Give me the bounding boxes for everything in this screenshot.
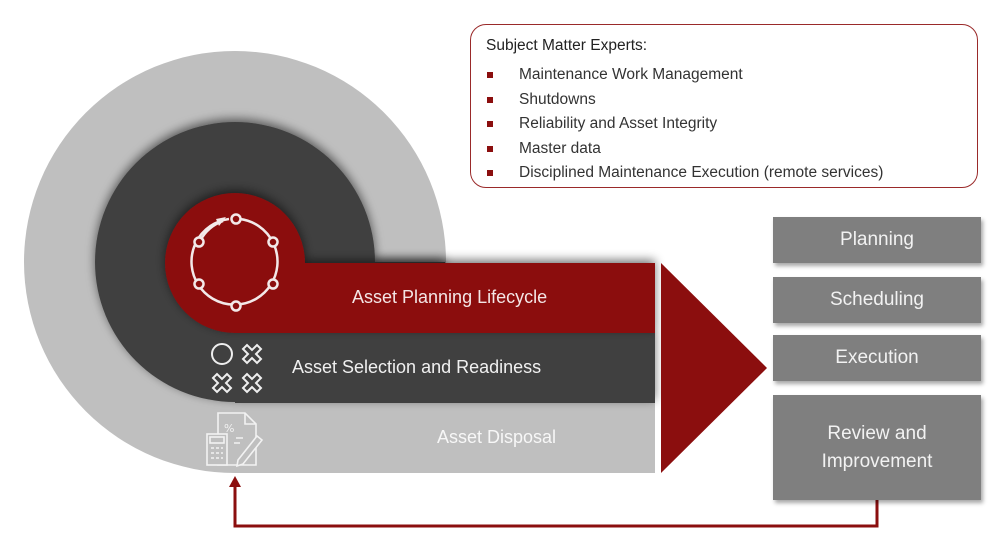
step-review-and-improvement: Review and Improvement [773, 395, 981, 500]
sme-list-item: Disciplined Maintenance Execution (remot… [485, 161, 883, 186]
square-bullet-icon [487, 121, 493, 127]
sme-list-item: Shutdowns [485, 88, 883, 113]
flow-arrow-triangle [661, 263, 767, 473]
band-label-asset-disposal: Asset Disposal [437, 427, 557, 447]
band-label-asset-selection: Asset Selection and Readiness [292, 357, 542, 377]
asset-planning-shape [165, 193, 655, 333]
sme-panel: Subject Matter Experts: Maintenance Work… [470, 24, 978, 188]
square-bullet-icon [487, 96, 493, 103]
sme-list-item: Maintenance Work Management [485, 63, 883, 88]
sme-panel-title: Subject Matter Experts: [486, 37, 648, 54]
square-bullet-icon [487, 145, 493, 152]
step-planning: Planning [773, 217, 981, 263]
sme-list-item: Reliability and Asset Integrity [485, 112, 883, 137]
sme-list-item: Master data [485, 137, 883, 162]
tic-tac-toe-icon [211, 343, 263, 394]
square-bullet-icon [487, 72, 493, 78]
calculator-document-icon: % [206, 412, 264, 468]
band-label-asset-planning: Asset Planning Lifecycle [352, 287, 548, 307]
sme-list: Maintenance Work Management Shutdowns Re… [485, 63, 883, 186]
cycle-icon [190, 213, 279, 312]
step-scheduling: Scheduling [773, 277, 981, 323]
feedback-arrow [229, 476, 879, 528]
square-bullet-icon [487, 170, 493, 176]
step-execution: Execution [773, 335, 981, 381]
svg-text:%: % [224, 422, 234, 435]
